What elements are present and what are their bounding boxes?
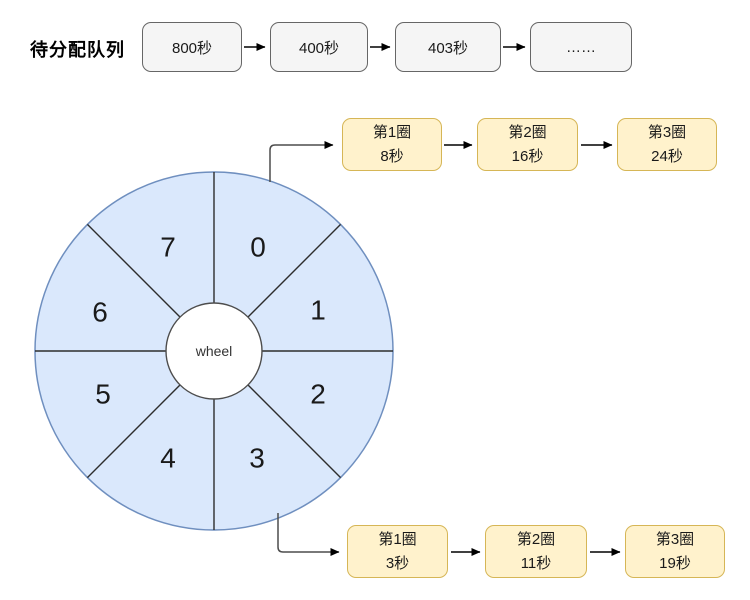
queue-node-3: 403秒 [395,22,501,72]
top-chain-node-1: 第1圈 8秒 [342,118,442,171]
timing-wheel: wheel 0 1 2 3 4 5 6 7 [34,171,394,531]
queue-node-label: 403秒 [427,39,469,57]
top-chain-node-2: 第2圈 16秒 [477,118,578,171]
queue-node-label: 400秒 [298,39,340,57]
queue-node-2: 400秒 [270,22,368,72]
queue-node-ellipsis: …… [530,22,632,72]
ring-seconds: 24秒 [651,147,683,165]
wheel-slot-label-3: 3 [249,443,265,474]
wheel-slot-label-1: 1 [310,295,326,326]
ring-label: 第2圈 [508,124,547,142]
ring-seconds: 8秒 [380,147,404,165]
bottom-chain-node-1: 第1圈 3秒 [347,525,448,578]
ring-seconds: 11秒 [520,554,552,572]
queue-node-1: 800秒 [142,22,242,72]
pending-queue-title: 待分配队列 [30,40,125,60]
wheel-slot-label-6: 6 [92,297,108,328]
ring-label: 第2圈 [516,531,556,549]
bottom-chain-node-3: 第3圈 19秒 [625,525,725,578]
wheel-slot-label-5: 5 [95,379,111,410]
ring-label: 第1圈 [378,531,417,549]
wheel-to-top-chain-connector [269,141,334,182]
ring-label: 第3圈 [647,124,687,142]
ring-seconds: 16秒 [511,147,544,165]
ring-label: 第3圈 [655,531,695,549]
wheel-spokes [35,172,393,530]
ring-label: 第1圈 [372,124,412,142]
wheel-slot-label-0: 0 [250,232,266,263]
ring-seconds: 19秒 [659,554,691,572]
bottom-chain-node-2: 第2圈 11秒 [485,525,587,578]
wheel-slot-label-4: 4 [160,443,176,474]
wheel-hub-circle [165,302,263,400]
wheel-slot-label-7: 7 [160,232,176,263]
wheel-center-label: wheel [195,343,233,359]
ring-seconds: 3秒 [385,554,410,572]
wheel-slot-label-2: 2 [310,379,326,410]
queue-node-label: 800秒 [171,39,213,57]
top-chain-node-3: 第3圈 24秒 [617,118,717,171]
wheel-to-bottom-chain-connector [277,513,340,556]
queue-node-label: …… [566,38,596,56]
